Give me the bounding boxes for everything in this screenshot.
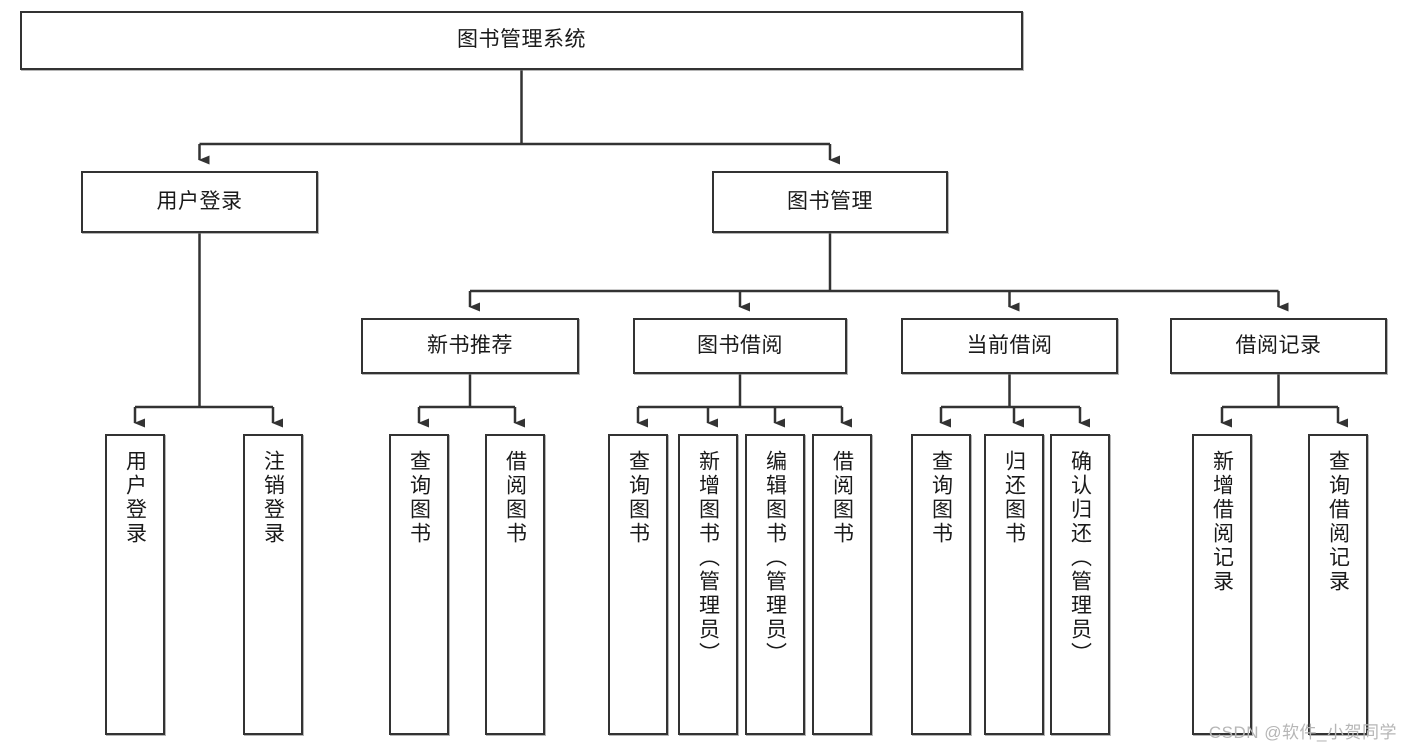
node-leaf-4[interactable]: 借阅图书 — [485, 434, 545, 735]
node-book-manage[interactable]: 图书管理 — [712, 171, 948, 233]
node-leaf-8[interactable]: 借阅图书 — [812, 434, 872, 735]
node-label: 查询图书 — [626, 450, 650, 546]
node-label: 新增借阅记录 — [1210, 450, 1234, 594]
node-user-login[interactable]: 用户登录 — [81, 171, 318, 233]
node-label: 新书推荐 — [427, 333, 513, 357]
node-leaf-3[interactable]: 查询图书 — [389, 434, 449, 735]
node-label: 借阅图书 — [503, 450, 527, 546]
node-new-book-rec[interactable]: 新书推荐 — [361, 318, 579, 374]
node-root[interactable]: 图书管理系统 — [20, 11, 1023, 70]
node-label: 借阅图书 — [830, 450, 854, 546]
node-leaf-9[interactable]: 查询图书 — [911, 434, 971, 735]
node-label: 注销登录 — [261, 450, 285, 546]
node-leaf-2[interactable]: 注销登录 — [243, 434, 303, 735]
node-leaf-6[interactable]: 新增图书（管理员） — [678, 434, 738, 735]
node-label: 图书管理系统 — [457, 28, 586, 52]
node-leaf-5[interactable]: 查询图书 — [608, 434, 668, 735]
node-label: 新增图书（管理员） — [696, 450, 720, 666]
node-leaf-11[interactable]: 确认归还（管理员） — [1050, 434, 1110, 735]
node-label: 图书借阅 — [697, 333, 783, 357]
node-book-borrow[interactable]: 图书借阅 — [633, 318, 847, 374]
node-leaf-13[interactable]: 查询借阅记录 — [1308, 434, 1368, 735]
node-label: 查询图书 — [407, 450, 431, 546]
csdn-watermark: CSDN @软件_小贺同学 — [1208, 723, 1397, 742]
node-label: 用户登录 — [156, 189, 243, 213]
node-borrow-record[interactable]: 借阅记录 — [1170, 318, 1387, 374]
node-label: 归还图书 — [1002, 450, 1026, 546]
node-label: 用户登录 — [123, 450, 147, 546]
node-leaf-10[interactable]: 归还图书 — [984, 434, 1044, 735]
node-label: 确认归还（管理员） — [1068, 450, 1092, 666]
node-leaf-7[interactable]: 编辑图书（管理员） — [745, 434, 805, 735]
node-label: 当前借阅 — [966, 333, 1053, 357]
node-label: 查询借阅记录 — [1326, 450, 1350, 594]
node-label: 借阅记录 — [1235, 333, 1322, 357]
node-leaf-1[interactable]: 用户登录 — [105, 434, 165, 735]
node-current-borrow[interactable]: 当前借阅 — [901, 318, 1118, 374]
node-label: 查询图书 — [929, 450, 953, 546]
node-leaf-12[interactable]: 新增借阅记录 — [1192, 434, 1252, 735]
node-label: 编辑图书（管理员） — [763, 450, 787, 666]
node-label: 图书管理 — [787, 189, 873, 213]
